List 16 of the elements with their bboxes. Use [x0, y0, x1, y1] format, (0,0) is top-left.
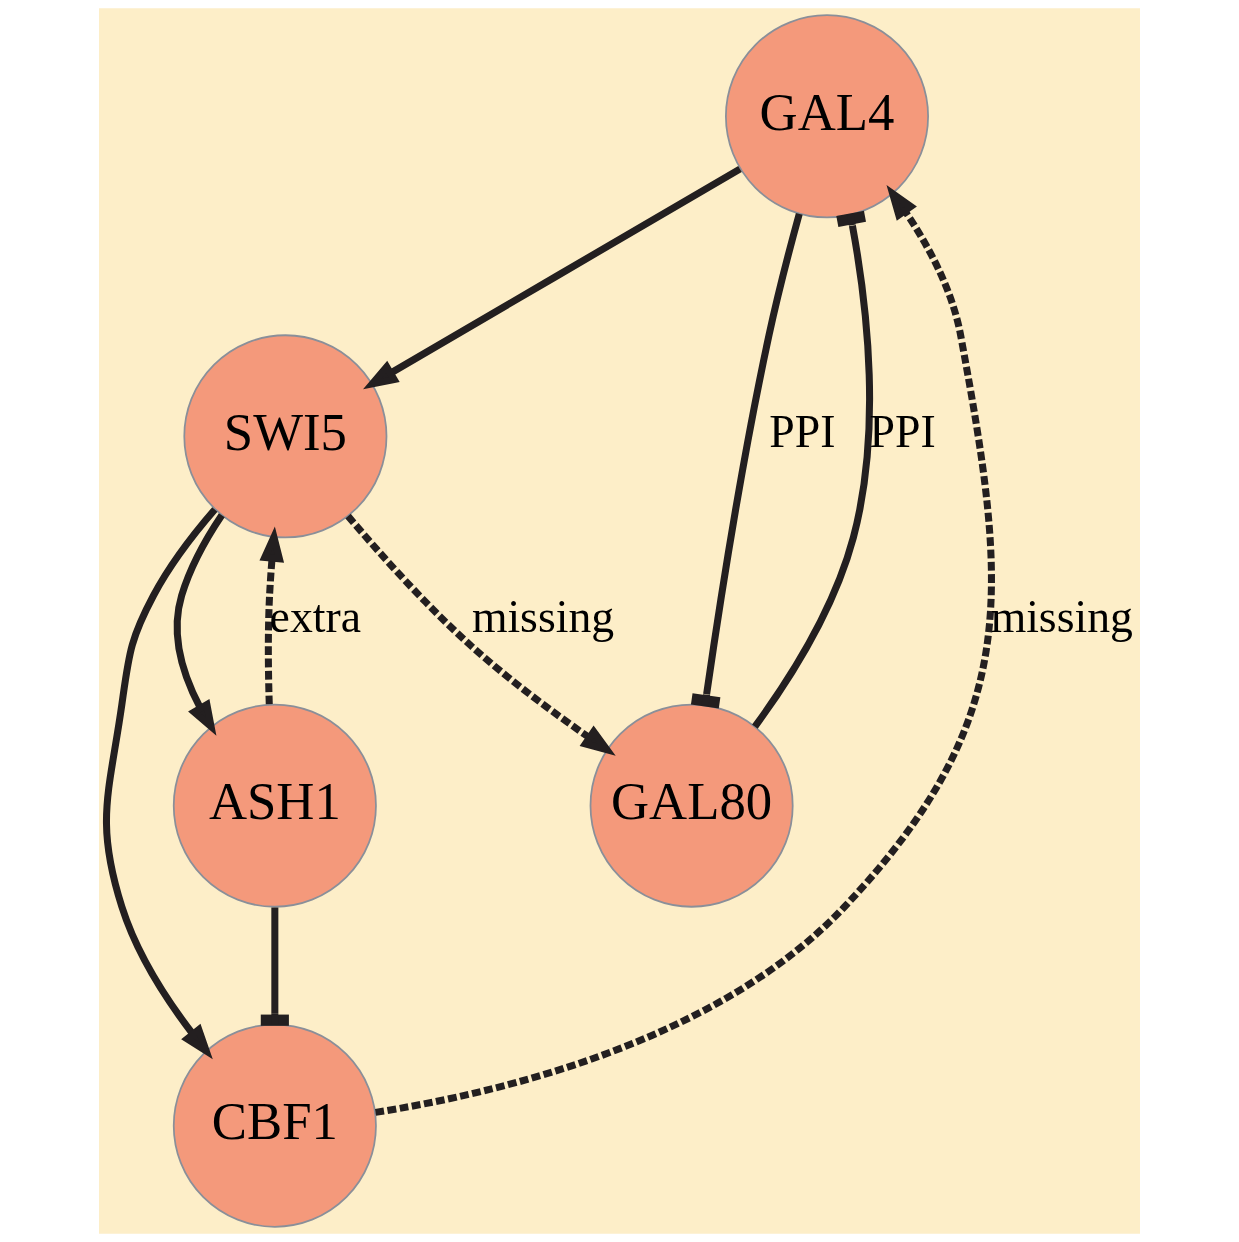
arrow: [345, 513, 616, 756]
connector: [690, 212, 803, 709]
connector: [752, 210, 874, 729]
edge-label: extra: [269, 591, 361, 643]
edge-label: missing: [990, 591, 1133, 643]
edge-label: missing: [471, 591, 615, 643]
arrow: [259, 526, 285, 705]
node-circle: ASH1: [172, 703, 377, 908]
node-circle: GAL80: [589, 703, 794, 908]
connector: [260, 907, 289, 1026]
edge-label: PPI: [769, 406, 836, 458]
arrow: [374, 184, 995, 1116]
node-circle: SWI5: [183, 334, 388, 539]
arrow: [173, 513, 225, 736]
arrow: [363, 165, 742, 390]
arrow: [103, 507, 218, 1060]
